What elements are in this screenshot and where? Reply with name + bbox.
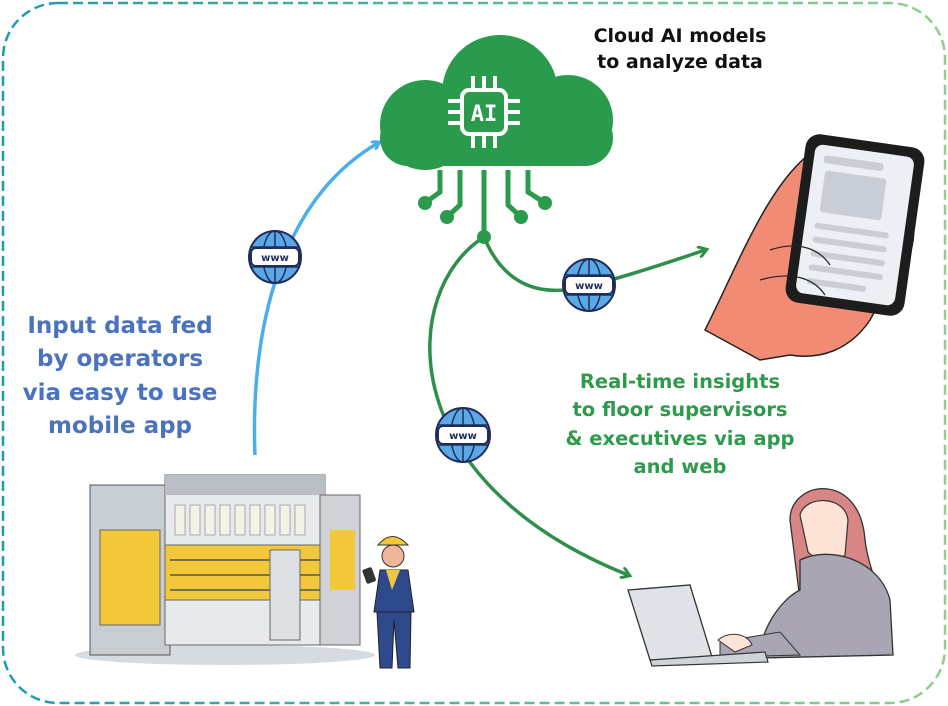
caption-line: Cloud AI models — [593, 25, 767, 47]
caption-line: via easy to use — [22, 379, 218, 406]
input-data-caption: Input data fed by operators via easy to … — [10, 310, 230, 443]
cloud-ai-caption: Cloud AI models to analyze data — [570, 24, 790, 75]
svg-text:www: www — [575, 281, 603, 292]
caption-line: to floor supervisors — [572, 398, 788, 422]
hand-holding-phone-illustration — [704, 134, 925, 361]
upload-arrow — [252, 143, 378, 456]
operator-worker-illustration — [362, 536, 415, 669]
insights-caption: Real-time insights to floor supervisors … — [545, 368, 815, 481]
caption-line: mobile app — [47, 413, 193, 440]
svg-text:www: www — [449, 431, 477, 442]
textile-machine-illustration — [75, 474, 375, 665]
caption-line: & executives via app — [565, 426, 795, 450]
insight-arrow-web — [428, 235, 628, 575]
caption-line: by operators — [36, 346, 204, 373]
caption-line: Real-time insights — [579, 370, 781, 393]
ai-chip-icon — [448, 76, 520, 148]
svg-text:www: www — [261, 253, 289, 264]
globe-www-icon: www — [562, 258, 616, 312]
cloud-ai-icon: AI — [380, 35, 613, 244]
ai-chip-label: AI — [471, 102, 498, 127]
executive-laptop-illustration — [627, 488, 894, 667]
caption-line: to analyze data — [597, 50, 763, 73]
globe-www-icon: www — [435, 407, 491, 463]
globe-www-icon: www — [248, 230, 302, 284]
caption-line: Input data fed — [27, 313, 213, 339]
caption-line: and web — [633, 454, 727, 478]
